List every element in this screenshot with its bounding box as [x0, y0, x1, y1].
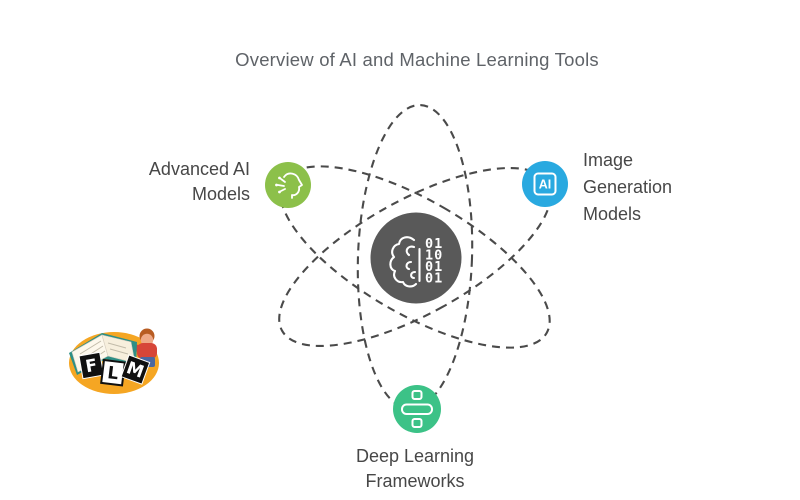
logo-letter-tiles: F L M — [78, 351, 151, 387]
ai-badge-icon: AI — [533, 172, 557, 196]
binary-row: 01 — [425, 236, 443, 252]
deep-learning-node — [393, 385, 441, 433]
ai-badge-text: AI — [539, 178, 552, 192]
flm-logo: F L M — [69, 328, 159, 394]
brain-binary-icon — [389, 236, 421, 288]
tile-letter-f: F — [84, 356, 99, 378]
binary-row: 01 — [425, 271, 443, 287]
deep-learning-node-circle — [393, 385, 441, 433]
label-advanced-ai-models: Advanced AI Models — [148, 159, 250, 204]
ai-head-icon — [275, 172, 303, 199]
center-node: 01 10 01 01 — [370, 212, 462, 304]
advanced-ai-node — [265, 162, 311, 208]
label-deep-learning-frameworks: Deep Learning Frameworks — [355, 446, 475, 491]
binary-row: 10 — [425, 248, 443, 264]
binary-code: 01 10 01 01 — [425, 236, 443, 287]
image-generation-node: AI — [522, 161, 568, 207]
advanced-ai-node-circle — [265, 162, 311, 208]
tile-letter-l: L — [106, 363, 119, 384]
tile-m: M — [120, 354, 151, 385]
page-title: Overview of AI and Machine Learning Tool… — [235, 49, 599, 70]
binary-row: 01 — [425, 259, 443, 275]
tile-l: L — [100, 358, 126, 387]
label-image-generation-models: Image Generation Models — [583, 150, 673, 224]
divide-icon — [401, 390, 433, 428]
orbit-right — [278, 166, 552, 348]
image-generation-node-circle — [522, 161, 568, 207]
tile-letter-m: M — [124, 358, 147, 383]
center-node-circle — [370, 212, 462, 304]
orbit-left — [279, 165, 551, 349]
tile-f: F — [78, 351, 105, 380]
